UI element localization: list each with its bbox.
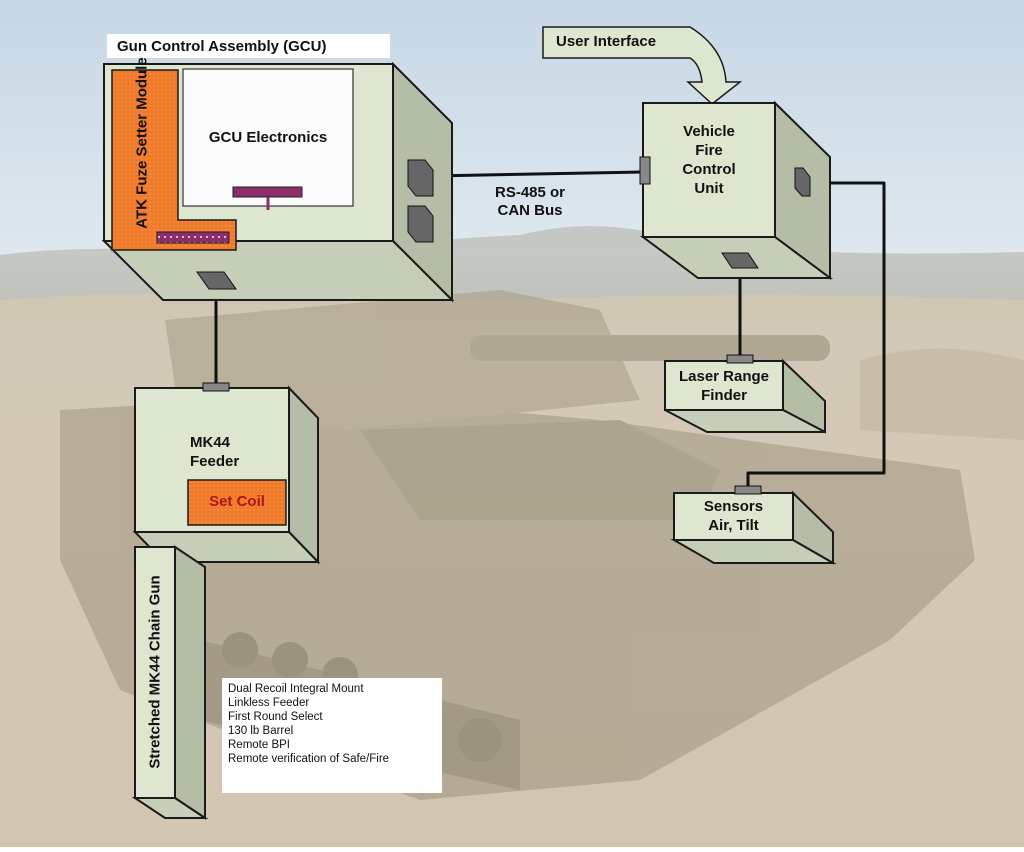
feeder-label-line-2: Feeder [190,453,240,470]
sensors-box [670,485,837,565]
gcu-port-bottom [196,271,237,290]
vfcu-port-bottom [721,252,759,269]
vfcu-port-right [794,167,811,197]
gcu-port-bus [407,159,434,197]
feeder-label: MK44 Feeder [190,433,239,471]
sensors-label-line-2: Air, Tilt [708,517,759,534]
vfcu-port-left [639,156,651,185]
laser-box [664,354,826,434]
gcu-title: Gun Control Assembly (GCU) [117,38,327,55]
sensors-label: Sensors Air, Tilt [674,497,793,535]
bus-label-line-2: CAN Bus [497,202,563,219]
feeder-box [132,382,321,565]
laser-label: Laser Range Finder [665,367,783,405]
vfcu-box [639,100,834,280]
feeder-port [202,382,230,392]
gcu-title-tab [107,34,390,58]
bus-label: RS-485 or CAN Bus [470,184,590,220]
gcu-electronics-label: GCU Electronics [208,129,328,146]
set-coil-box [187,479,287,526]
bus-label-line-1: RS-485 or [494,184,566,201]
feature-item: Remote BPI [228,739,290,751]
feeder-label-line-1: MK44 [190,434,231,451]
sensors-label-line-1: Sensors [703,498,764,515]
chain-gun-bar [131,545,209,820]
feature-item: Linkless Feeder [228,697,310,709]
user-interface-label: User Interface [556,33,657,50]
gcu-chip [232,186,303,198]
feature-item: Dual Recoil Integral Mount [228,683,364,695]
atk-fuze-setter-module [111,69,237,251]
laser-label-line-2: Finder [701,387,747,404]
sensors-port [734,485,762,495]
laser-label-line-1: Laser Range [678,368,770,385]
vfcu-label-line-3: Control [682,161,736,178]
vfcu-label: Vehicle Fire Control Unit [643,122,775,198]
atk-fuze-label: ATK Fuze Setter Module [133,57,151,229]
gcu-electronics-panel [182,68,354,207]
wire-vfcu-to-sensors [746,181,886,488]
gcu-box [101,61,455,303]
features-panel [222,678,442,793]
fuze-dotted-connector [156,231,230,244]
set-coil-label: Set Coil [209,493,265,510]
vfcu-label-line-4: Unit [694,180,724,197]
feature-item: Remote verification of Safe/Fire [228,753,390,765]
vfcu-label-line-2: Fire [695,142,723,159]
gcu-port-aux [407,205,434,243]
features-list: Dual Recoil Integral Mount Linkless Feed… [228,682,389,766]
feature-item: 130 lb Barrel [228,725,294,737]
laser-port [726,354,754,364]
chain-gun-label: Stretched MK44 Chain Gun [146,575,164,769]
feature-item: First Round Select [228,711,323,723]
vfcu-label-line-1: Vehicle [683,123,735,140]
wire-rs485-bus [431,170,641,178]
